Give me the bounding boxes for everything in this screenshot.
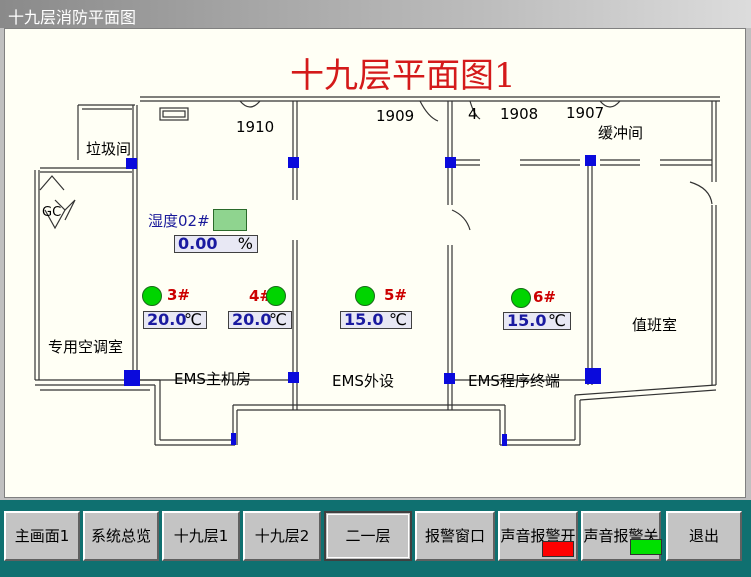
detector-icon[interactable] xyxy=(502,434,507,446)
sensor-6-value-box: 15.0 ℃ xyxy=(503,312,571,330)
sensor-5-value-box: 15.0 ℃ xyxy=(340,311,412,329)
sensor-5-value: 15.0 xyxy=(344,310,384,329)
floor21-button[interactable]: 二一层 xyxy=(324,511,412,561)
floor19-1-button[interactable]: 十九层1 xyxy=(162,511,240,561)
sensor-5-id: 5# xyxy=(384,286,408,304)
sensor-6-unit: ℃ xyxy=(548,311,566,330)
plan-title: 十九层平面图1 xyxy=(290,56,516,96)
humidity-value: 0.00 xyxy=(178,234,218,253)
humidity-unit: % xyxy=(237,234,253,253)
ems-main-room-label: EMS主机房 xyxy=(174,370,251,388)
sensor-4-value: 20.0 xyxy=(232,310,272,329)
sound-off-indicator xyxy=(630,539,662,555)
floor-plan-canvas xyxy=(4,28,746,498)
detector-icon[interactable] xyxy=(445,157,456,168)
sensor-3-status-icon[interactable] xyxy=(142,286,162,306)
system-overview-button[interactable]: 系统总览 xyxy=(83,511,159,561)
room-1910-label: 1910 xyxy=(236,118,275,136)
sensor-3-unit: ℃ xyxy=(184,310,202,329)
room-1907-label: 1907 xyxy=(566,104,605,122)
sensor-5-status-icon[interactable] xyxy=(355,286,375,306)
garbage-room-label: 垃圾间 xyxy=(86,140,132,158)
alarm-window-button[interactable]: 报警窗口 xyxy=(415,511,495,561)
sensor-6-id: 6# xyxy=(533,288,557,306)
duty-room-label: 值班室 xyxy=(632,316,678,334)
detector-icon[interactable] xyxy=(585,368,601,384)
ems-peripheral-label: EMS外设 xyxy=(332,372,394,390)
room-1909-label: 1909 xyxy=(376,107,415,125)
detector-icon[interactable] xyxy=(288,157,299,168)
humidity-value-box: 0.00 % xyxy=(174,235,258,253)
detector-icon[interactable] xyxy=(444,373,455,384)
sensor-3-value: 20.0 xyxy=(147,310,187,329)
sensor-3-value-box: 20.0 ℃ xyxy=(143,311,207,329)
sound-on-indicator xyxy=(542,541,574,557)
ac-room-label: 专用空调室 xyxy=(48,338,124,356)
gc-label: GC xyxy=(42,205,62,220)
buffer-room-label: 缓冲间 xyxy=(598,124,644,142)
sensor-6-value: 15.0 xyxy=(507,311,547,330)
floor19-2-button[interactable]: 十九层2 xyxy=(243,511,321,561)
sensor-3-id: 3# xyxy=(167,286,191,304)
detector-icon[interactable] xyxy=(231,433,236,445)
sensor-4-unit: ℃ xyxy=(269,310,287,329)
window-title: 十九层消防平面图 xyxy=(8,8,137,27)
sensor-4-status-icon[interactable] xyxy=(266,286,286,306)
detector-icon[interactable] xyxy=(288,372,299,383)
main-screen-button[interactable]: 主画面1 xyxy=(4,511,80,561)
ems-terminal-label: EMS程序终端 xyxy=(468,372,560,390)
sensor-4-value-box: 20.0 ℃ xyxy=(228,311,292,329)
exit-button[interactable]: 退出 xyxy=(666,511,742,561)
room-4-label: 4 xyxy=(468,105,478,123)
title-bar: 十九层消防平面图 xyxy=(0,0,751,28)
detector-icon[interactable] xyxy=(124,370,140,386)
humidity-status-button[interactable] xyxy=(213,209,247,231)
detector-icon[interactable] xyxy=(126,158,137,169)
humidity-label: 湿度02# xyxy=(148,212,210,230)
room-1908-label: 1908 xyxy=(500,105,539,123)
sensor-6-status-icon[interactable] xyxy=(511,288,531,308)
sensor-5-unit: ℃ xyxy=(389,310,407,329)
detector-icon[interactable] xyxy=(585,155,596,166)
